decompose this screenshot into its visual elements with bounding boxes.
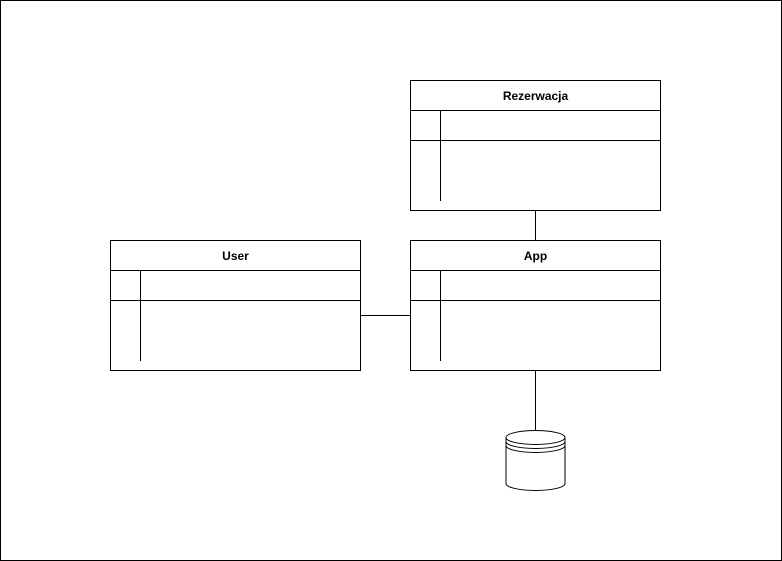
table-field-row (411, 141, 660, 210)
table-field-row (111, 301, 360, 370)
key-column-divider (140, 271, 141, 300)
key-column-divider (440, 301, 441, 361)
table-key-row (411, 111, 660, 141)
database-cylinder-icon[interactable] (505, 430, 566, 491)
table-key-row (111, 271, 360, 301)
table-title: App (411, 241, 660, 271)
table-user[interactable]: User (110, 240, 361, 371)
key-column-divider (440, 271, 441, 300)
key-column-divider (440, 141, 441, 201)
table-title: User (111, 241, 360, 271)
table-title: Rezerwacja (411, 81, 660, 111)
table-app[interactable]: App (410, 240, 661, 371)
table-field-row (411, 301, 660, 370)
key-column-divider (140, 301, 141, 361)
key-column-divider (440, 111, 441, 140)
table-key-row (411, 271, 660, 301)
table-rezerwacja[interactable]: Rezerwacja (410, 80, 661, 211)
